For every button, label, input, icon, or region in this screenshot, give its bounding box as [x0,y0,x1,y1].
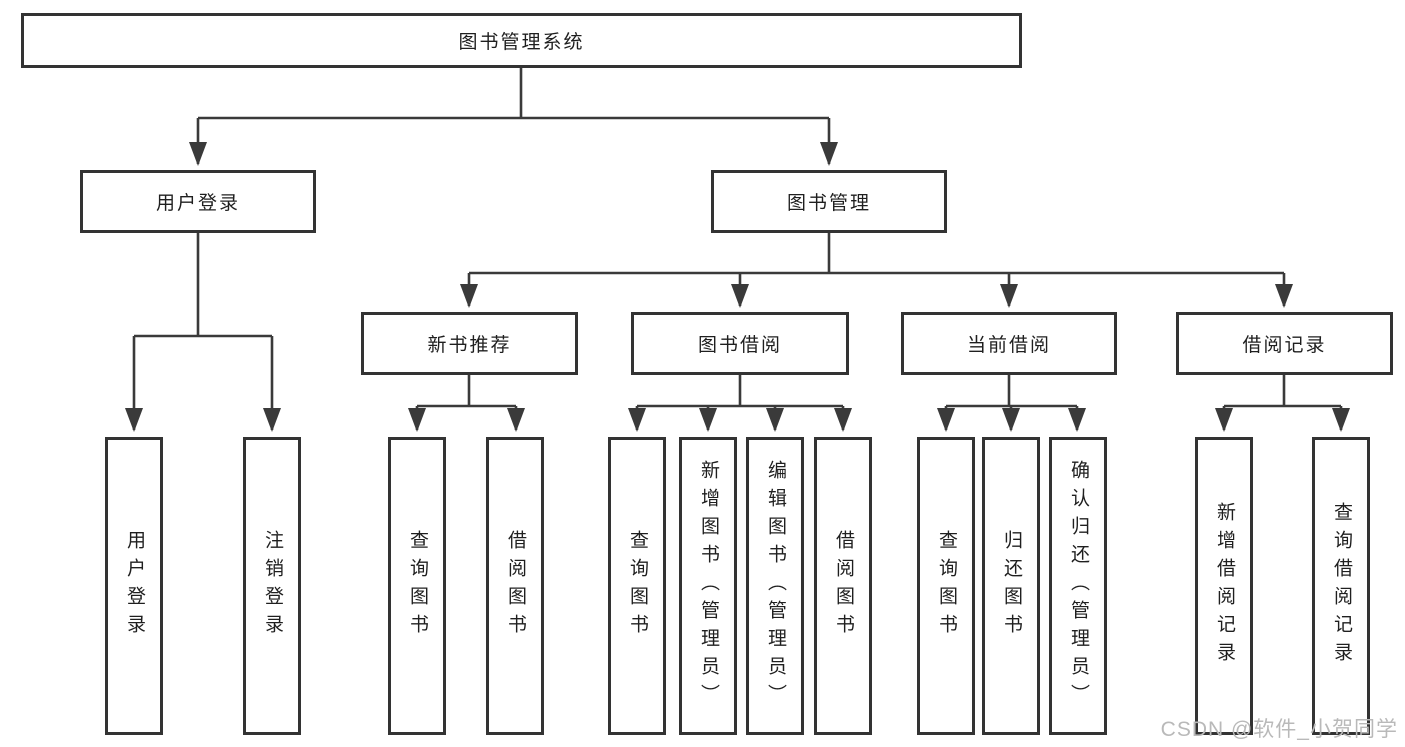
leaf-return-book-label: 归还图书 [1000,530,1022,642]
leaf-edit-book-admin-label: 编辑图书（管理员） [764,460,786,712]
node-new-book-recommend-label: 新书推荐 [427,335,512,356]
leaf-logout: 注销登录 [243,437,301,735]
leaf-add-book-admin-label: 新增图书（管理员） [697,460,719,712]
leaf-add-borrow-record-label: 新增借阅记录 [1213,502,1235,670]
node-book-borrow: 图书借阅 [631,312,849,375]
node-borrow-records-label: 借阅记录 [1242,335,1327,356]
leaf-user-login-label: 用户登录 [123,530,145,642]
leaf-add-book-admin: 新增图书（管理员） [679,437,737,735]
leaf-query-book-1: 查询图书 [388,437,446,735]
leaf-add-borrow-record: 新增借阅记录 [1195,437,1253,735]
leaf-query-book-3-label: 查询图书 [935,530,957,642]
leaf-logout-label: 注销登录 [261,530,283,642]
node-borrow-records: 借阅记录 [1176,312,1393,375]
leaf-confirm-return-admin-label: 确认归还（管理员） [1067,460,1089,712]
leaf-query-book-2-label: 查询图书 [626,530,648,642]
leaf-borrow-book-2-label: 借阅图书 [832,530,854,642]
node-root: 图书管理系统 [21,13,1022,68]
node-root-label: 图书管理系统 [458,32,585,53]
node-current-borrow-label: 当前借阅 [966,335,1051,356]
node-user-login: 用户登录 [80,170,316,233]
leaf-query-borrow-record-label: 查询借阅记录 [1330,502,1352,670]
node-user-login-label: 用户登录 [155,193,240,214]
leaf-query-book-3: 查询图书 [917,437,975,735]
leaf-query-borrow-record: 查询借阅记录 [1312,437,1370,735]
csdn-watermark: CSDN @软件_小贺同学 [1160,718,1398,741]
leaf-borrow-book-1-label: 借阅图书 [504,530,526,642]
node-book-borrow-label: 图书借阅 [697,335,782,356]
node-book-management: 图书管理 [711,170,947,233]
leaf-borrow-book-1: 借阅图书 [486,437,544,735]
leaf-query-book-1-label: 查询图书 [406,530,428,642]
leaf-borrow-book-2: 借阅图书 [814,437,872,735]
leaf-return-book: 归还图书 [982,437,1040,735]
leaf-confirm-return-admin: 确认归还（管理员） [1049,437,1107,735]
leaf-query-book-2: 查询图书 [608,437,666,735]
node-current-borrow: 当前借阅 [901,312,1117,375]
leaf-edit-book-admin: 编辑图书（管理员） [746,437,804,735]
node-book-management-label: 图书管理 [786,193,871,214]
node-new-book-recommend: 新书推荐 [361,312,578,375]
leaf-user-login: 用户登录 [105,437,163,735]
